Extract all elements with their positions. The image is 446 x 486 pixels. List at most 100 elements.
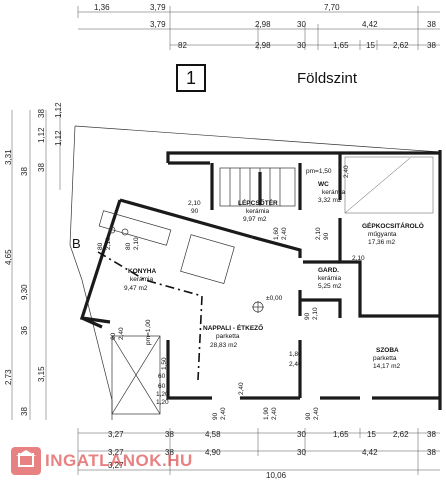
dim-left-12: 1,12 [54, 130, 63, 146]
dim-top-11: 30 [297, 41, 306, 50]
top-dimension-lines [77, 6, 440, 50]
dim-bottom-15: 3,27 [108, 461, 124, 470]
dim-left-8: 38 [20, 167, 29, 176]
dim-top-5: 2,98 [255, 20, 271, 29]
room-name-stair: LÉPCSŐTÉR [238, 198, 278, 207]
room-area-stair: 9,97 m2 [243, 216, 267, 223]
dim-left-9: 3,15 [37, 366, 46, 382]
dim-top-13: 15 [366, 41, 375, 50]
dim-left-7: 38 [37, 163, 46, 172]
dim-bottom-11: 4,90 [205, 448, 221, 457]
svg-text:90: 90 [212, 412, 219, 420]
dim-left-11: 1,12 [54, 102, 63, 118]
svg-text:2,40: 2,40 [343, 165, 350, 178]
room-name-wardrobe: GARD. [318, 267, 339, 274]
walls [79, 150, 442, 410]
dim-bottom-5: 1,65 [333, 430, 349, 439]
room-name-garage: GÉPKOCSITÁROLÓ [362, 221, 424, 230]
room-area-living: 28,83 m2 [210, 342, 237, 349]
furniture [98, 210, 235, 415]
svg-text:2,40: 2,40 [238, 382, 245, 395]
dim-bottom-6: 15 [367, 430, 376, 439]
dim-top-15: 38 [427, 41, 436, 50]
dim-bottom-7: 2,62 [393, 430, 409, 439]
room-finish-bedroom: parketta [373, 355, 397, 362]
level-marker [252, 301, 264, 313]
svg-text:90: 90 [191, 208, 199, 215]
dim-top-1: 1,36 [94, 3, 110, 12]
dim-left-4: 2,73 [4, 369, 13, 385]
svg-text:60: 60 [110, 332, 117, 340]
bottom-dimension-lines [77, 428, 440, 475]
svg-text:2,40: 2,40 [289, 361, 302, 368]
svg-text:60: 60 [158, 383, 166, 390]
room-area-bedroom: 14,17 m2 [373, 363, 400, 370]
dim-bottom-16: 10,06 [266, 471, 287, 480]
dim-bottom-4: 30 [297, 430, 306, 439]
dim-top-6: 30 [297, 20, 306, 29]
svg-text:80: 80 [97, 242, 104, 250]
dim-top-7: 4,42 [362, 20, 378, 29]
svg-text:2,10: 2,10 [315, 227, 322, 240]
room-finish-wc: kerámia [322, 189, 346, 196]
svg-text:80: 80 [125, 242, 132, 250]
room-finish-stair: kerámia [246, 208, 270, 215]
svg-text:60: 60 [158, 373, 166, 380]
svg-text:1,80: 1,80 [289, 351, 302, 358]
watermark-text: INGATLANOK.HU [45, 451, 193, 470]
dim-top-2: 3,79 [150, 3, 166, 12]
room-finish-kitchen: kerámia [130, 276, 154, 283]
svg-text:90: 90 [323, 232, 330, 240]
svg-text:2,10: 2,10 [188, 200, 201, 207]
watermark: INGATLANOK.HU [11, 446, 193, 476]
dim-left-13: 36 [20, 326, 29, 335]
left-dimension-lines [11, 110, 61, 420]
svg-text:2,10: 2,10 [312, 307, 319, 320]
svg-text:1,20: 1,20 [156, 399, 169, 406]
dim-left-2: 4,65 [4, 249, 13, 265]
svg-text:pm=1,50: pm=1,50 [306, 168, 332, 175]
dim-bottom-2: 38 [165, 430, 174, 439]
dim-top-4: 3,79 [150, 20, 166, 29]
svg-text:2,40: 2,40 [281, 227, 288, 240]
svg-text:1,50: 1,50 [161, 357, 168, 370]
dim-top-3: 7,70 [324, 3, 340, 12]
room-area-garage: 17,36 m2 [368, 239, 395, 246]
svg-text:1,20: 1,20 [156, 391, 169, 398]
floor-number-box: 1 [176, 64, 206, 92]
dim-bottom-10: 38 [165, 448, 174, 457]
svg-text:2,40: 2,40 [220, 407, 227, 420]
floor-title: Földszint [297, 70, 358, 87]
dim-top-9: 82 [178, 41, 187, 50]
dim-bottom-1: 3,27 [108, 430, 124, 439]
dim-bottom-9: 3,27 [108, 448, 124, 457]
room-finish-living: parketta [216, 333, 240, 340]
svg-text:2,40: 2,40 [313, 407, 320, 420]
room-name-kitchen: KONYHA [128, 268, 156, 275]
room-name-wc: WC [318, 181, 329, 188]
terrace [111, 335, 161, 415]
dim-bottom-14: 38 [427, 448, 436, 457]
room-finish-wardrobe: kerámia [318, 275, 342, 282]
svg-text:2,40: 2,40 [271, 407, 278, 420]
dim-top-8: 38 [427, 20, 436, 29]
svg-text:pm=1,00: pm=1,00 [145, 319, 152, 345]
dim-top-12: 1,65 [333, 41, 349, 50]
svg-text:2,10: 2,10 [105, 237, 112, 250]
level-mark: ±0,00 [266, 295, 283, 302]
svg-text:2,10: 2,10 [133, 237, 140, 250]
svg-text:2,40: 2,40 [118, 327, 125, 340]
room-area-kitchen: 9,47 m2 [124, 285, 148, 292]
carport-diagonal [344, 157, 411, 214]
opening-labels: 2,10 90 1,60 2,40 pm=1,50 2,40 2,10 90 2… [97, 165, 365, 420]
room-area-wc: 3,32 m2 [318, 197, 342, 204]
dim-bottom-8: 38 [427, 430, 436, 439]
dim-left-10: 38 [20, 407, 29, 416]
dim-bottom-12: 30 [297, 448, 306, 457]
site-boundary [69, 125, 441, 420]
dim-top-14: 2,62 [393, 41, 409, 50]
dim-bottom-3: 4,58 [205, 430, 221, 439]
dim-left-6: 1,12 [37, 127, 46, 143]
room-name-living: NAPPALI - ÉTKEZŐ [203, 323, 263, 332]
